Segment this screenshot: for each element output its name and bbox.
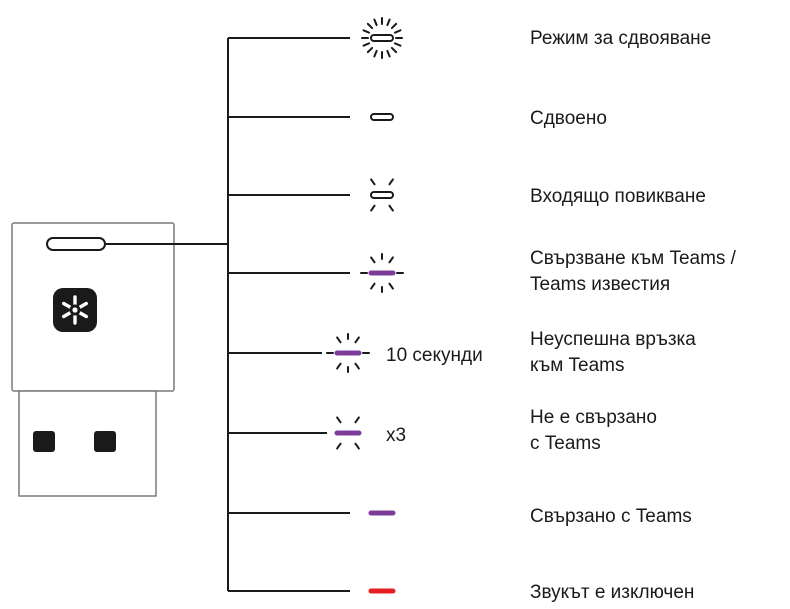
annotation-repeat: x3 — [386, 425, 407, 446]
usb-dongle — [11, 222, 175, 497]
branches — [228, 17, 404, 594]
usb-connector-icon — [18, 390, 157, 497]
teams-logo-icon — [53, 288, 97, 332]
state-label-incoming-call: Входящо повикване — [530, 186, 706, 207]
state-label-connected-teams: Свързано с Teams — [530, 506, 692, 527]
led-incoming-call-icon — [370, 178, 394, 212]
state-label-connecting-teams: Свързване към Teams /Teams известия — [530, 248, 736, 295]
state-label-pairing-mode: Режим за сдвояване — [530, 28, 712, 49]
led-not-connected-icon — [334, 416, 362, 450]
led-pairing-mode-icon — [361, 17, 403, 59]
annotation-duration: 10 секунди — [386, 345, 483, 366]
state-label-muted: Звукът е изключен — [530, 582, 695, 603]
dongle-led-indicator — [46, 237, 106, 251]
led-connecting-teams-icon — [360, 253, 404, 293]
led-failed-connection-icon — [326, 333, 370, 373]
state-label-paired: Сдвоено — [530, 108, 607, 129]
led-paired-icon — [370, 113, 394, 121]
